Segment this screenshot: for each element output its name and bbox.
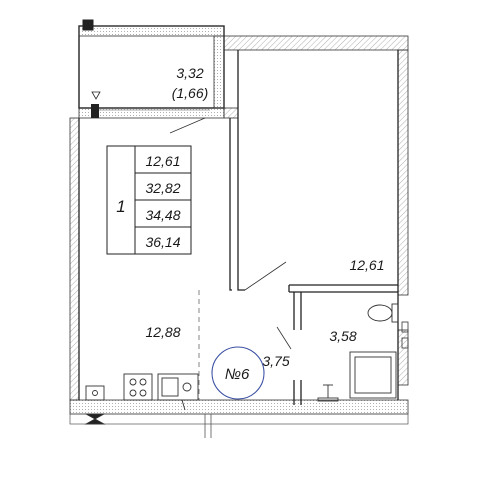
balcony-area-reduced: (1,66) (172, 85, 209, 101)
bathroom-fixtures (317, 303, 399, 402)
apartment-number: №6 (225, 366, 250, 383)
table-value: 12,61 (145, 153, 180, 169)
table-value: 34,48 (145, 207, 180, 223)
apartment-badge-circle (211, 346, 265, 400)
kitchen-area: 12,88 (145, 324, 180, 340)
balcony-area: 3,32 (176, 65, 203, 81)
balcony (78, 19, 225, 118)
interior-walls (78, 50, 399, 405)
table-value: 32,82 (145, 180, 180, 196)
hall-area: 3,75 (262, 353, 289, 369)
living-room-area: 12,61 (349, 257, 384, 273)
room-count: 1 (116, 197, 125, 216)
exterior-walls (69, 35, 409, 425)
summary-table: 1 12,61 32,82 34,48 36,14 (106, 145, 192, 255)
door-swings (169, 117, 292, 400)
kitchen-fixtures (84, 373, 199, 425)
table-value: 36,14 (145, 234, 180, 250)
wall-markers (204, 321, 409, 438)
apartment-badge: №6 (211, 346, 265, 400)
bathroom-area: 3,58 (329, 328, 356, 344)
